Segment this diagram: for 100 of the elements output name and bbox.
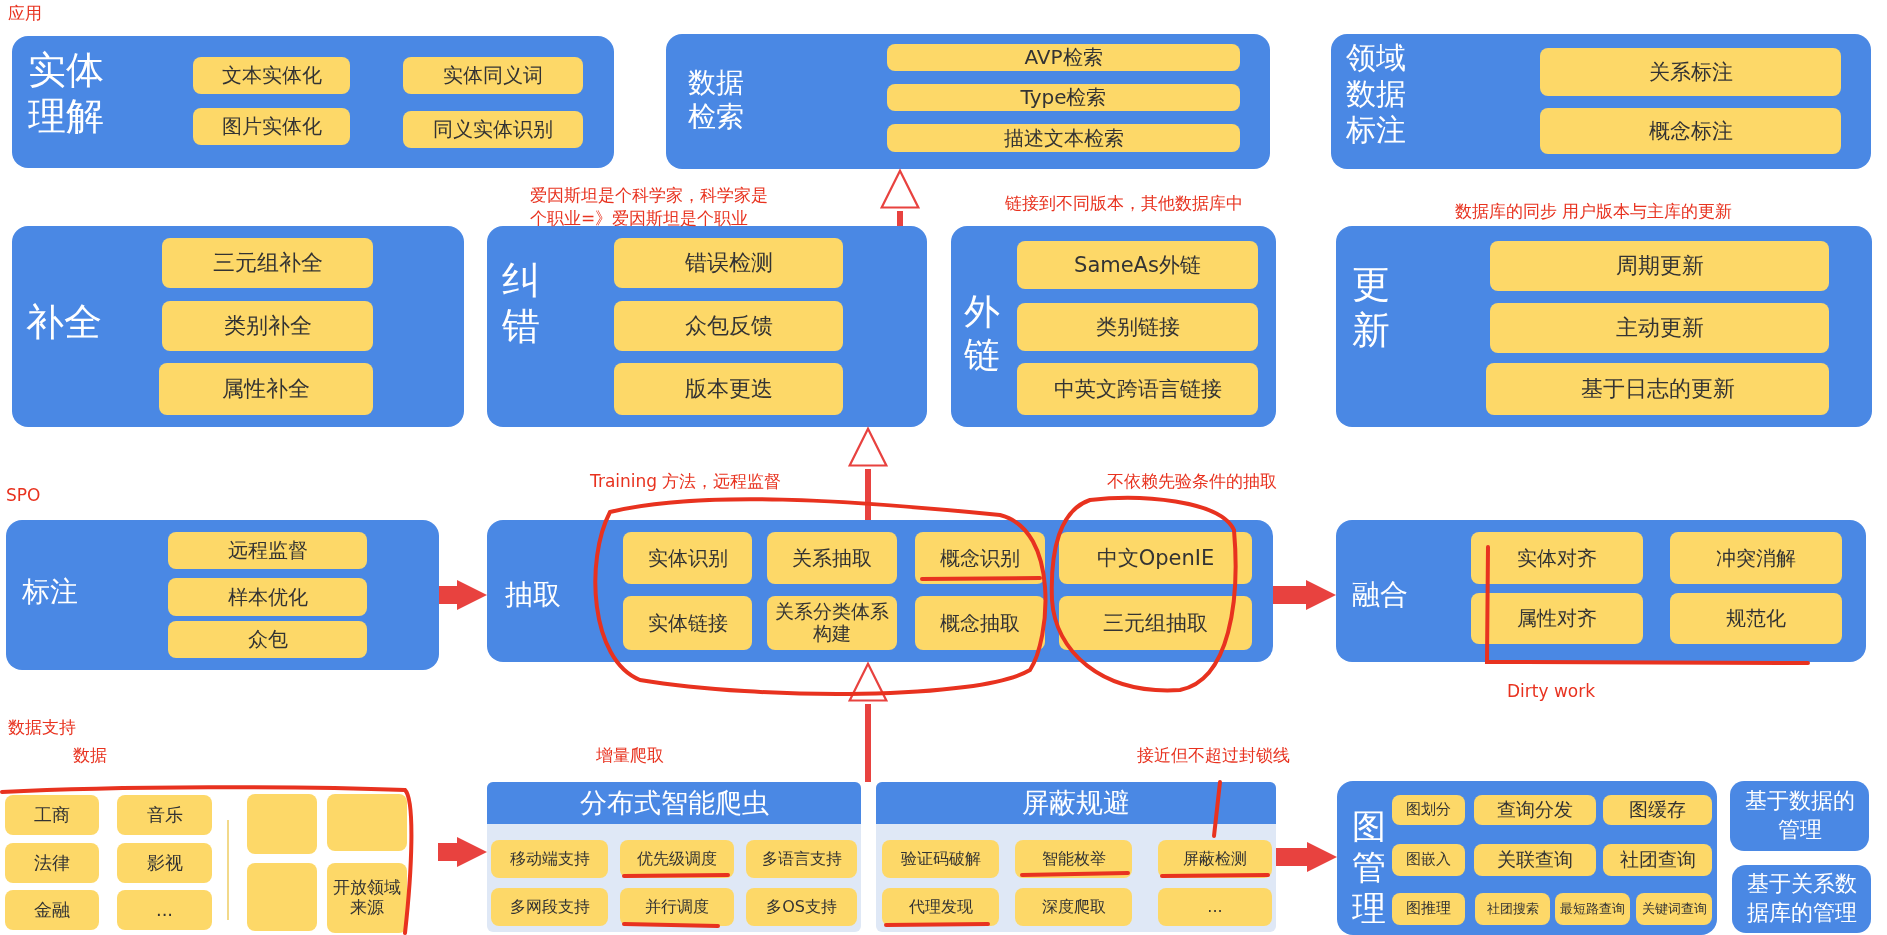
item-card: 属性补全 [159,363,373,415]
item-card: 关键词查询 [1636,893,1712,925]
annotation-text: SPO [6,484,42,507]
item-card: 工商 [5,795,99,835]
panel-title: 融合 [1352,578,1409,612]
annotation-text: 接近但不超过封锁线 [1137,744,1291,767]
item-card: 基于日志的更新 [1486,363,1829,415]
item-card: 最短路查询 [1555,893,1630,925]
panel-title: 抽取 [505,578,562,612]
item-card: 音乐 [117,795,212,835]
item-card: 同义实体识别 [403,111,583,148]
item-card: 开放领域来源 [327,863,407,933]
item-card: 优先级调度 [620,840,734,878]
annotation-text: Dirty work [1507,680,1597,703]
panel-card [1336,520,1866,662]
item-card: 图划分 [1392,795,1465,825]
panel-card [1331,34,1871,169]
item-card: 文本实体化 [193,57,350,94]
item-card: 中英文跨语言链接 [1017,363,1258,415]
panel-title: 标注 [22,575,79,609]
panel-card [6,520,439,670]
item-card: 关系抽取 [767,532,897,584]
annotation-text: Training 方法，远程监督 [590,470,783,493]
item-card: 众包反馈 [614,301,843,351]
item-card: 验证码破解 [882,840,999,878]
item-card: 冲突消解 [1670,532,1842,584]
block-arrow [438,837,487,867]
item-card: 关系标注 [1540,48,1841,96]
item-card: 深度爬取 [1015,888,1132,926]
item-card: 众包 [168,621,367,658]
item-card: 错误检测 [614,238,843,288]
item-card: Type检索 [887,84,1240,111]
panel-card [12,36,614,168]
item-card [247,863,317,931]
panel-title: 数据检索 [688,66,745,134]
panel-card [1337,781,1717,935]
item-card: 主动更新 [1490,303,1829,353]
panel-title: 外链 [964,290,1001,377]
item-card: 概念识别 [915,532,1045,584]
item-card: 中文OpenIE [1059,532,1252,584]
annotation-text: 数据库的同步 用户版本与主库的更新 [1455,200,1734,223]
annotation-text: 爱因斯坦是个科学家，科学家是个职业=》爱因斯坦是个职业 [530,184,769,230]
item-card: 移动端支持 [491,840,608,878]
panel-card [1336,226,1872,427]
panel-card [951,226,1276,427]
item-card: 法律 [5,843,99,883]
panel-title: 更新 [1352,262,1391,354]
annotation-text: 数据 [73,744,108,767]
item-card [247,794,317,854]
item-card: 实体识别 [623,532,752,584]
item-card: 概念抽取 [915,596,1045,650]
item-card: 代理发现 [882,888,999,926]
item-card: AVP检索 [887,44,1240,71]
annotation-text: 链接到不同版本，其他数据库中 [1005,192,1244,215]
panel-card [12,226,464,427]
annotation-text: 数据支持 [8,716,77,739]
panel-card [487,520,1273,662]
item-card: 图缓存 [1603,795,1712,825]
item-card: 并行调度 [620,888,734,926]
item-card: 多语言支持 [746,840,857,878]
item-card: 多网段支持 [491,888,608,926]
item-card: 类别链接 [1017,303,1258,351]
annotation-text: 应用 [8,2,43,25]
outline-arrow [848,662,888,782]
item-card: 金融 [5,890,99,930]
item-card: 关联查询 [1474,844,1596,876]
panel-title: 实体理解 [28,48,105,140]
block-arrow [1273,580,1336,610]
panel-title: 纠错 [502,258,541,350]
item-card: 描述文本检索 [887,124,1240,152]
item-card: 实体对齐 [1471,532,1643,584]
panel-card [876,782,1276,932]
panel-title: 领域数据标注 [1346,40,1407,148]
info-card: 基于关系数据库的管理 [1732,865,1871,933]
annotation-text: 增量爬取 [596,744,665,767]
item-card: 图嵌入 [1392,844,1465,876]
item-card: 智能枚举 [1015,840,1132,878]
item-card: 影视 [117,843,212,883]
panel-title: 补全 [26,300,103,346]
item-card: 图推理 [1392,893,1465,925]
item-card [327,794,407,851]
item-card: 查询分发 [1474,795,1596,825]
block-arrow [1276,842,1337,872]
annotation-text: 不依赖先验条件的抽取 [1107,470,1278,493]
item-card: 社团查询 [1603,844,1712,876]
item-card: ... [1158,888,1272,926]
panel-card [666,34,1270,169]
item-card: 周期更新 [1490,241,1829,291]
item-card: 多OS支持 [746,888,857,926]
item-card: 实体链接 [623,596,752,650]
item-card: 三元组抽取 [1059,596,1252,650]
item-card: 样本优化 [168,578,367,616]
item-card: 社团搜索 [1475,893,1550,925]
item-card: 远程监督 [168,532,367,569]
header-bar: 屏蔽规避 [876,782,1276,824]
item-card: ... [117,890,212,930]
panel-card [487,782,861,932]
item-card: 类别补全 [162,301,373,351]
item-card: 图片实体化 [193,108,350,145]
block-arrow [439,580,487,610]
